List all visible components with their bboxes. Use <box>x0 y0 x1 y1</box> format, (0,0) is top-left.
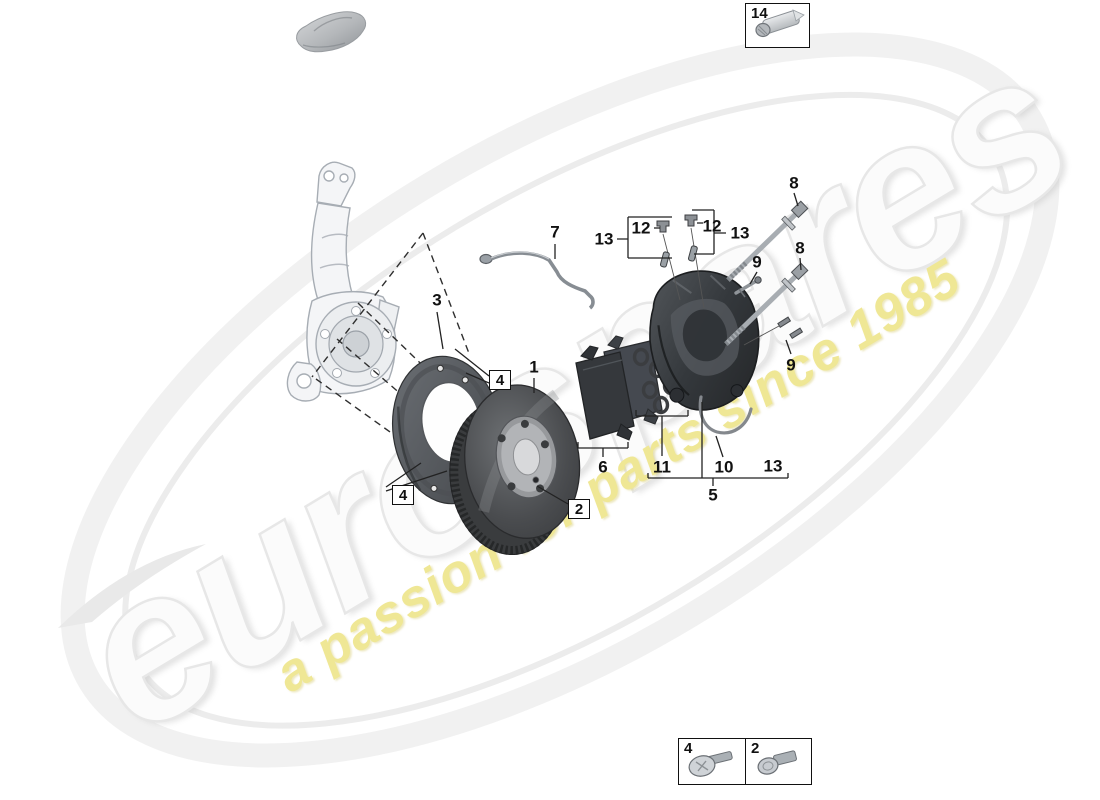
brake-pads <box>575 335 663 441</box>
pan-screw-number: 4 <box>684 740 693 757</box>
callout-spring[interactable]: 10 <box>714 457 734 477</box>
callout-cover-screw-bottom[interactable]: 4 <box>392 485 414 505</box>
swoosh-sliver <box>58 544 206 628</box>
callout-bleeder-right[interactable]: 12 <box>702 216 722 236</box>
callout-bolt-upper[interactable]: 8 <box>789 173 799 193</box>
brake-line <box>479 251 595 310</box>
callout-brake-pads[interactable]: 6 <box>598 457 608 477</box>
brake-disc <box>449 384 581 556</box>
grease-tube-icon <box>755 9 805 38</box>
caliper-bolts <box>724 200 809 346</box>
callout-cap-bottom[interactable]: 13 <box>763 456 783 476</box>
leader-lines <box>385 192 802 505</box>
legend-divider <box>745 739 746 784</box>
callout-caliper[interactable]: 5 <box>708 485 718 505</box>
callout-bleeder-left[interactable]: 12 <box>631 218 651 238</box>
callout-pin-upper[interactable]: 9 <box>752 252 762 272</box>
callout-cap-right[interactable]: 13 <box>730 223 750 243</box>
callout-seal-kit[interactable]: 11 <box>653 457 671 477</box>
callout-pin-lower[interactable]: 9 <box>786 355 796 375</box>
legend-cell-flat-screw[interactable]: 2 <box>746 739 812 784</box>
pad-spring <box>698 395 753 435</box>
grease-tube-box[interactable]: 14 <box>745 3 810 48</box>
screw-legend: 4 2 <box>678 738 812 785</box>
callout-cover-plate[interactable]: 3 <box>432 290 442 310</box>
callout-bolt-lower[interactable]: 8 <box>795 238 805 258</box>
callout-disc-screw[interactable]: 2 <box>568 499 590 519</box>
pan-head-screw-icon <box>688 751 733 777</box>
wheel-hub <box>315 301 397 387</box>
callout-cap-left[interactable]: 13 <box>594 229 614 249</box>
callout-brake-line[interactable]: 7 <box>550 222 560 242</box>
bleeder-valves <box>656 214 705 309</box>
legend-cell-pan-screw[interactable]: 4 <box>679 739 745 784</box>
flat-screw-number: 2 <box>751 740 760 757</box>
countersunk-screw-icon <box>757 750 797 775</box>
callout-cover-screw-top[interactable]: 4 <box>489 370 511 390</box>
car-silhouette-icon <box>296 11 367 53</box>
grease-tube-number: 14 <box>751 5 768 22</box>
retaining-pins <box>734 276 804 346</box>
callout-brake-disc[interactable]: 1 <box>529 357 539 377</box>
brake-caliper <box>649 270 760 411</box>
